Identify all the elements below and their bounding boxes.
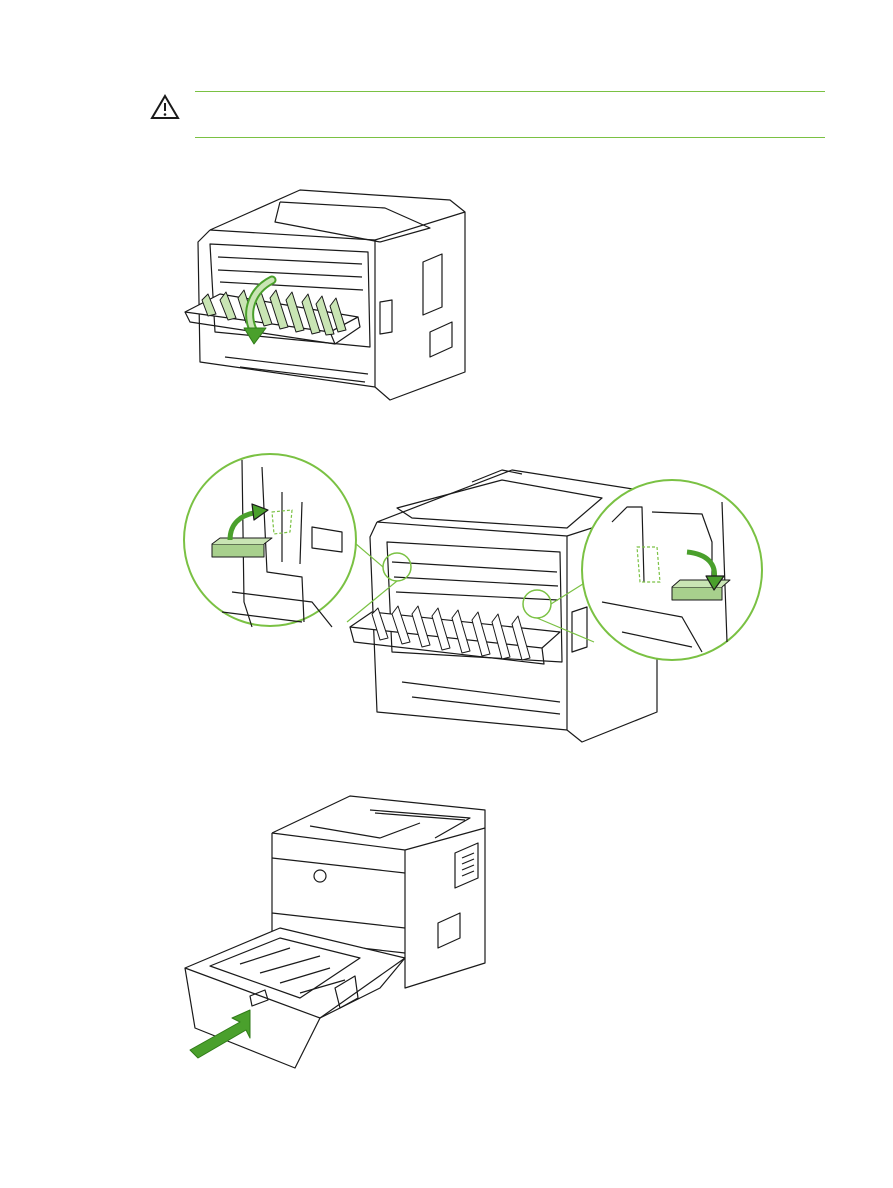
caution-rule-top <box>195 91 825 92</box>
printer-rear-door-open-figure <box>180 182 470 406</box>
printer-green-levers-lowered-figure <box>182 452 767 745</box>
printer-tray-pulled-out-figure <box>180 788 490 1073</box>
caution-rule-bottom <box>195 137 825 138</box>
caution-triangle-icon <box>150 94 180 119</box>
